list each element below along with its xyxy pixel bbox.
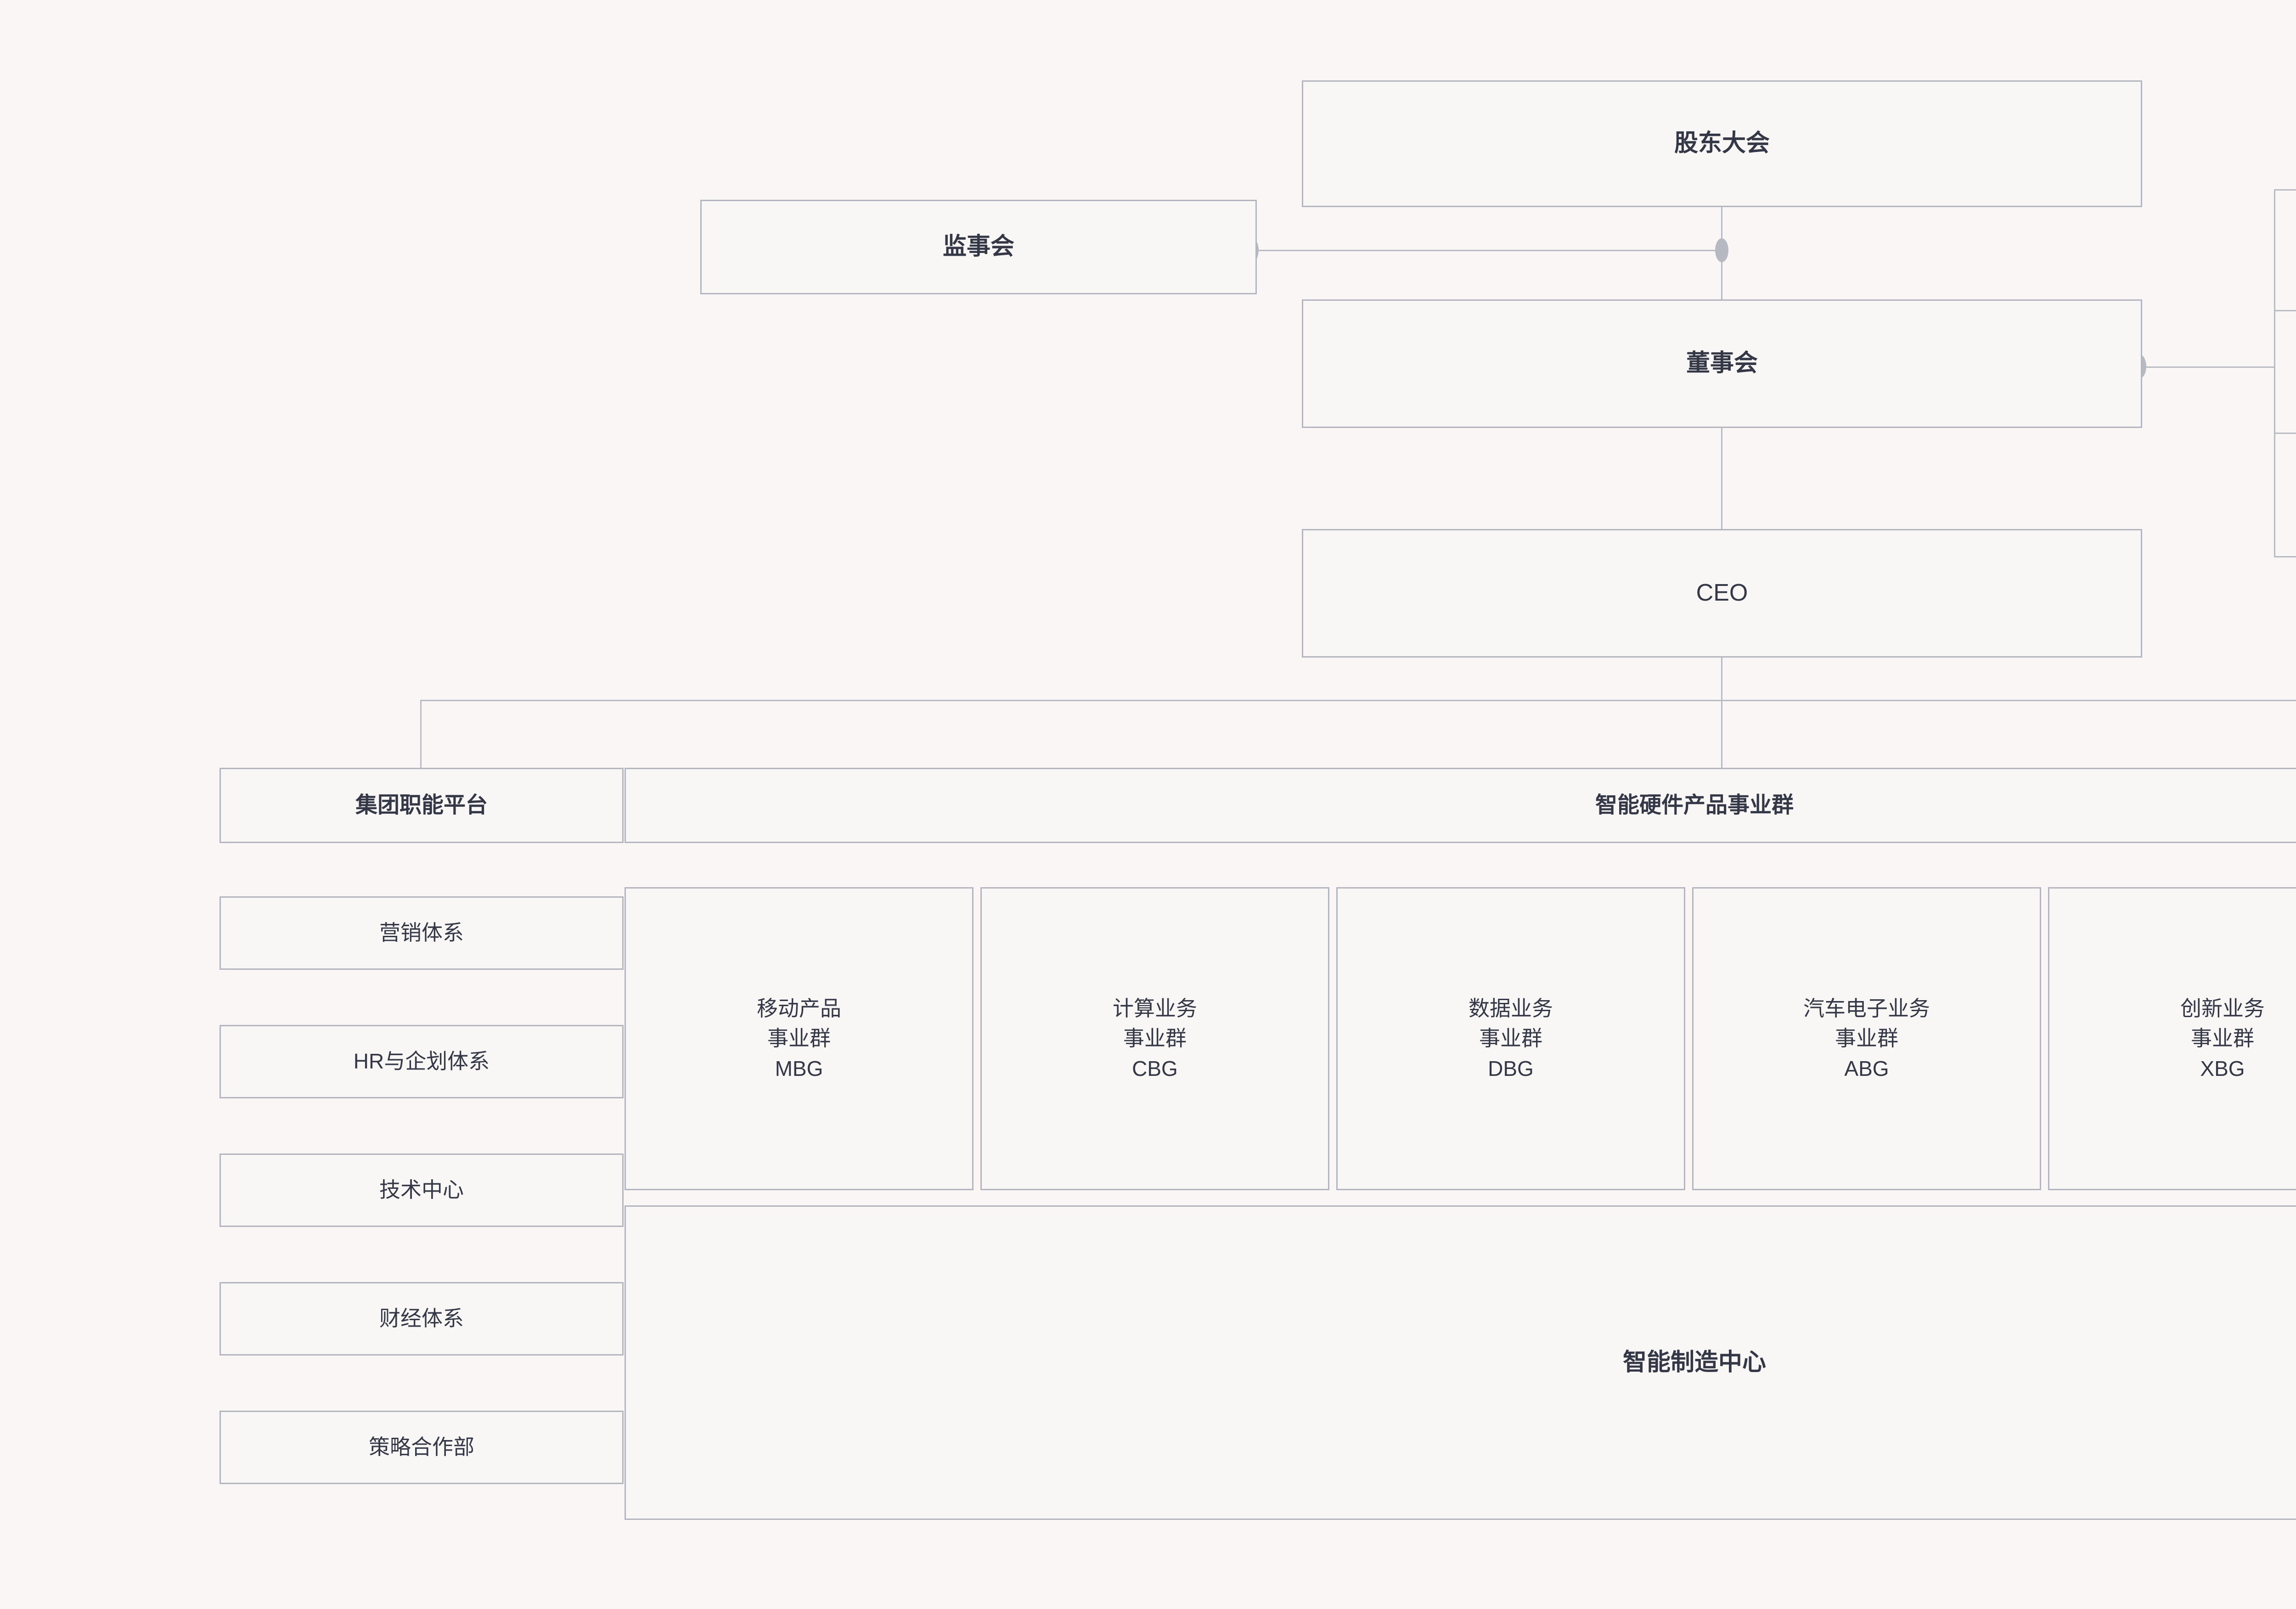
node-platform-strategic-cooperation-label: 策略合作部 bbox=[369, 1435, 474, 1459]
header-hardware-group[interactable]: 智能硬件产品事业群 bbox=[625, 768, 2296, 843]
node-bu-mbg[interactable]: 移动产品 事业群 MBG bbox=[625, 887, 974, 1190]
node-supervisory-board-label: 监事会 bbox=[942, 233, 1014, 260]
connector-supervisors-horizontal bbox=[1256, 250, 1722, 251]
node-ceo-label: CEO bbox=[1696, 579, 1748, 607]
connector-ceo-bus bbox=[420, 700, 2296, 701]
node-platform-strategic-cooperation[interactable]: 策略合作部 bbox=[219, 1411, 624, 1484]
node-platform-finance-label: 财经体系 bbox=[379, 1306, 464, 1331]
node-supervisory-board[interactable]: 监事会 bbox=[700, 200, 1257, 294]
node-manufacturing-center-label: 智能制造中心 bbox=[1622, 1349, 1766, 1376]
header-group-platform-label: 集团职能平台 bbox=[355, 793, 488, 817]
connector-drop-hardware-group bbox=[1721, 700, 1722, 768]
connector-bracket-to-committee-2 bbox=[2274, 310, 2296, 311]
connector-bracket-to-committee-4 bbox=[2274, 556, 2296, 557]
node-bu-dbg[interactable]: 数据业务 事业群 DBG bbox=[1336, 887, 1685, 1190]
connector-committee-bracket-spine bbox=[2274, 190, 2275, 557]
connector-bracket-to-committee-1 bbox=[2274, 189, 2296, 191]
node-bu-abg[interactable]: 汽车电子业务 事业群 ABG bbox=[1692, 887, 2041, 1190]
header-group-platform[interactable]: 集团职能平台 bbox=[219, 768, 624, 843]
node-bu-mbg-label: 移动产品 事业群 MBG bbox=[757, 996, 841, 1080]
node-shareholders-meeting-label: 股东大会 bbox=[1674, 130, 1770, 157]
node-platform-finance[interactable]: 财经体系 bbox=[219, 1282, 624, 1356]
node-platform-hr-planning[interactable]: HR与企划体系 bbox=[219, 1025, 624, 1098]
node-platform-tech-center[interactable]: 技术中心 bbox=[219, 1153, 624, 1227]
node-bu-cbg[interactable]: 计算业务 事业群 CBG bbox=[980, 887, 1329, 1190]
connector-ceo-down bbox=[1721, 657, 1722, 701]
node-board-of-directors[interactable]: 董事会 bbox=[1302, 299, 2142, 428]
connector-board-to-ceo bbox=[1721, 427, 1722, 529]
connector-board-to-bracket bbox=[2142, 366, 2275, 368]
connector-shareholders-to-board bbox=[1721, 250, 1722, 300]
node-shareholders-meeting[interactable]: 股东大会 bbox=[1302, 80, 2142, 207]
node-bu-abg-label: 汽车电子业务 事业群 ABG bbox=[1803, 996, 1930, 1080]
connector-bracket-to-committee-3 bbox=[2274, 433, 2296, 434]
node-bu-xbg[interactable]: 创新业务 事业群 XBG bbox=[2048, 887, 2296, 1190]
node-platform-tech-center-label: 技术中心 bbox=[379, 1178, 464, 1202]
node-ceo[interactable]: CEO bbox=[1302, 529, 2142, 658]
connector-shareholders-down bbox=[1721, 207, 1722, 251]
node-bu-xbg-label: 创新业务 事业群 XBG bbox=[2180, 996, 2265, 1080]
node-manufacturing-center[interactable]: 智能制造中心 bbox=[625, 1205, 2296, 1520]
junction-dot-shareholders bbox=[1715, 238, 1728, 262]
node-board-of-directors-label: 董事会 bbox=[1686, 350, 1758, 377]
node-platform-hr-planning-label: HR与企划体系 bbox=[353, 1049, 490, 1074]
header-hardware-group-label: 智能硬件产品事业群 bbox=[1595, 793, 1794, 817]
node-platform-marketing-label: 营销体系 bbox=[379, 921, 464, 945]
node-bu-dbg-label: 数据业务 事业群 DBG bbox=[1469, 996, 1553, 1080]
connector-drop-group-platform bbox=[420, 700, 422, 768]
node-platform-marketing[interactable]: 营销体系 bbox=[219, 896, 624, 970]
node-bu-cbg-label: 计算业务 事业群 CBG bbox=[1113, 996, 1197, 1080]
